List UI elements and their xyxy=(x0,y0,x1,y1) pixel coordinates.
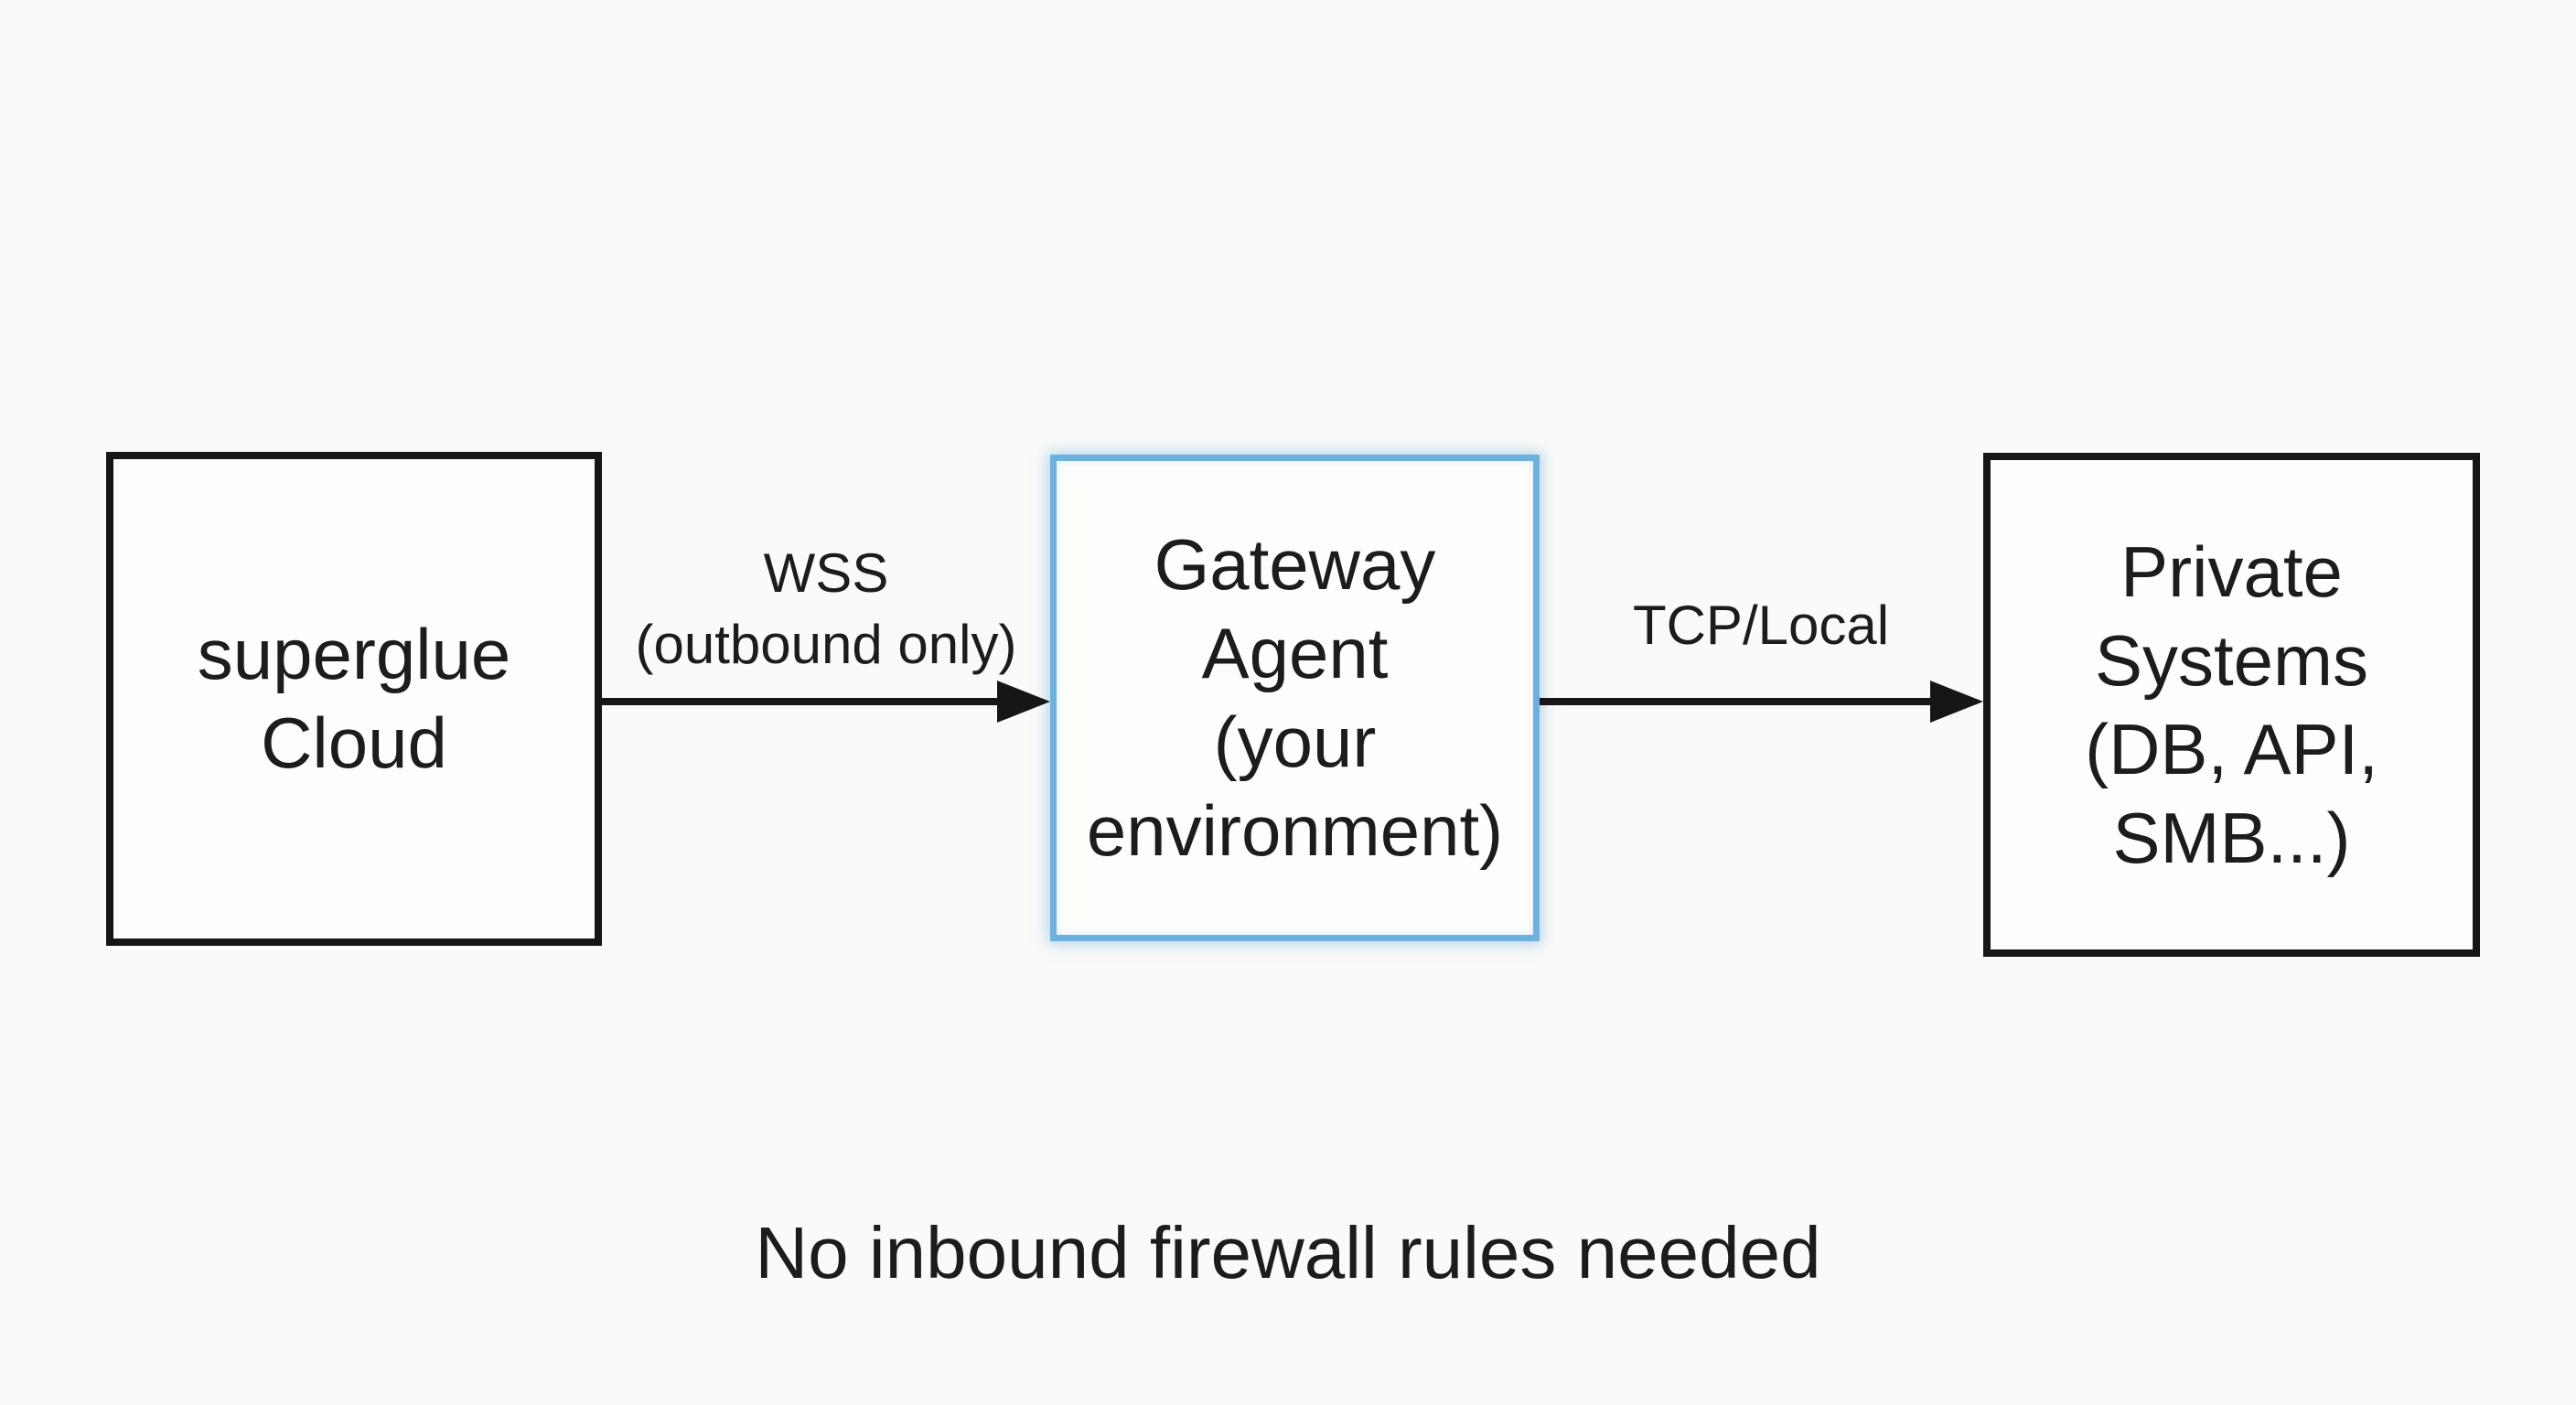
arrow-wss-shaft xyxy=(602,698,999,705)
node-label-line: Systems xyxy=(2094,619,2369,701)
node-label-line: Private xyxy=(2120,531,2343,612)
edge-label-line: WSS xyxy=(763,542,889,604)
arrow-wss-head-icon xyxy=(997,681,1050,723)
caption-no-inbound-firewall: No inbound firewall rules needed xyxy=(755,1212,1821,1293)
node-label-line: superglue xyxy=(197,614,511,694)
node-label-line: Gateway xyxy=(1154,524,1436,605)
node-label-line: (your xyxy=(1213,702,1377,782)
node-private-systems-label: Private Systems (DB, API, SMB...) xyxy=(2085,528,2378,883)
node-superglue-cloud-label: superglue Cloud xyxy=(198,610,511,788)
edge-label-line: TCP/Local xyxy=(1632,595,1890,656)
arrow-tcp-shaft xyxy=(1540,698,1932,705)
node-label-line: environment) xyxy=(1086,790,1504,871)
node-label-line: (DB, API, xyxy=(2085,708,2378,789)
edge-label-tcp-local: TCP/Local xyxy=(1633,590,1889,661)
node-gateway-agent-label: Gateway Agent (your environment) xyxy=(1087,520,1503,875)
arrow-tcp-head-icon xyxy=(1930,681,1983,723)
node-label-line: SMB...) xyxy=(2112,797,2351,878)
node-private-systems: Private Systems (DB, API, SMB...) xyxy=(1983,453,2480,957)
node-gateway-agent: Gateway Agent (your environment) xyxy=(1050,455,1540,941)
edge-label-line: (outbound only) xyxy=(635,614,1017,675)
node-label-line: Cloud xyxy=(261,702,447,783)
node-label-line: Agent xyxy=(1201,613,1389,693)
node-superglue-cloud: superglue Cloud xyxy=(106,452,602,946)
edge-label-wss: WSS (outbound only) xyxy=(636,538,1017,681)
